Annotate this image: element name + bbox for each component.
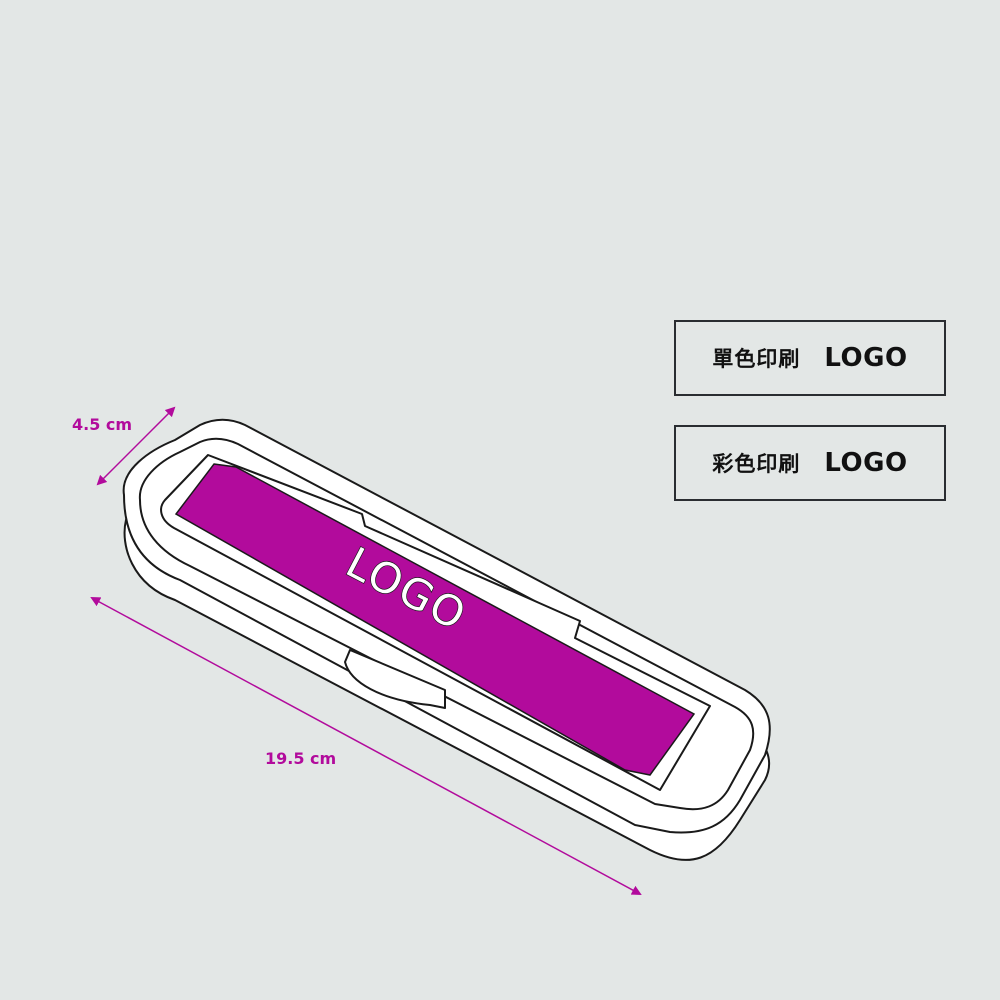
length-dimension-label: 19.5 cm bbox=[265, 749, 336, 768]
option-full-color-print[interactable]: 彩色印刷 LOGO bbox=[674, 425, 946, 501]
option-single-color-print[interactable]: 單色印刷 LOGO bbox=[674, 320, 946, 396]
option-label: 單色印刷 bbox=[712, 347, 801, 371]
lid-top-rim bbox=[138, 437, 755, 811]
option-logo-text: LOGO bbox=[824, 448, 908, 478]
width-dimension-label: 4.5 cm bbox=[72, 415, 132, 434]
option-label: 彩色印刷 bbox=[712, 452, 801, 476]
width-dimension-arrow bbox=[96, 406, 176, 486]
length-dimension-arrow bbox=[90, 597, 642, 895]
option-logo-text: LOGO bbox=[824, 343, 908, 373]
